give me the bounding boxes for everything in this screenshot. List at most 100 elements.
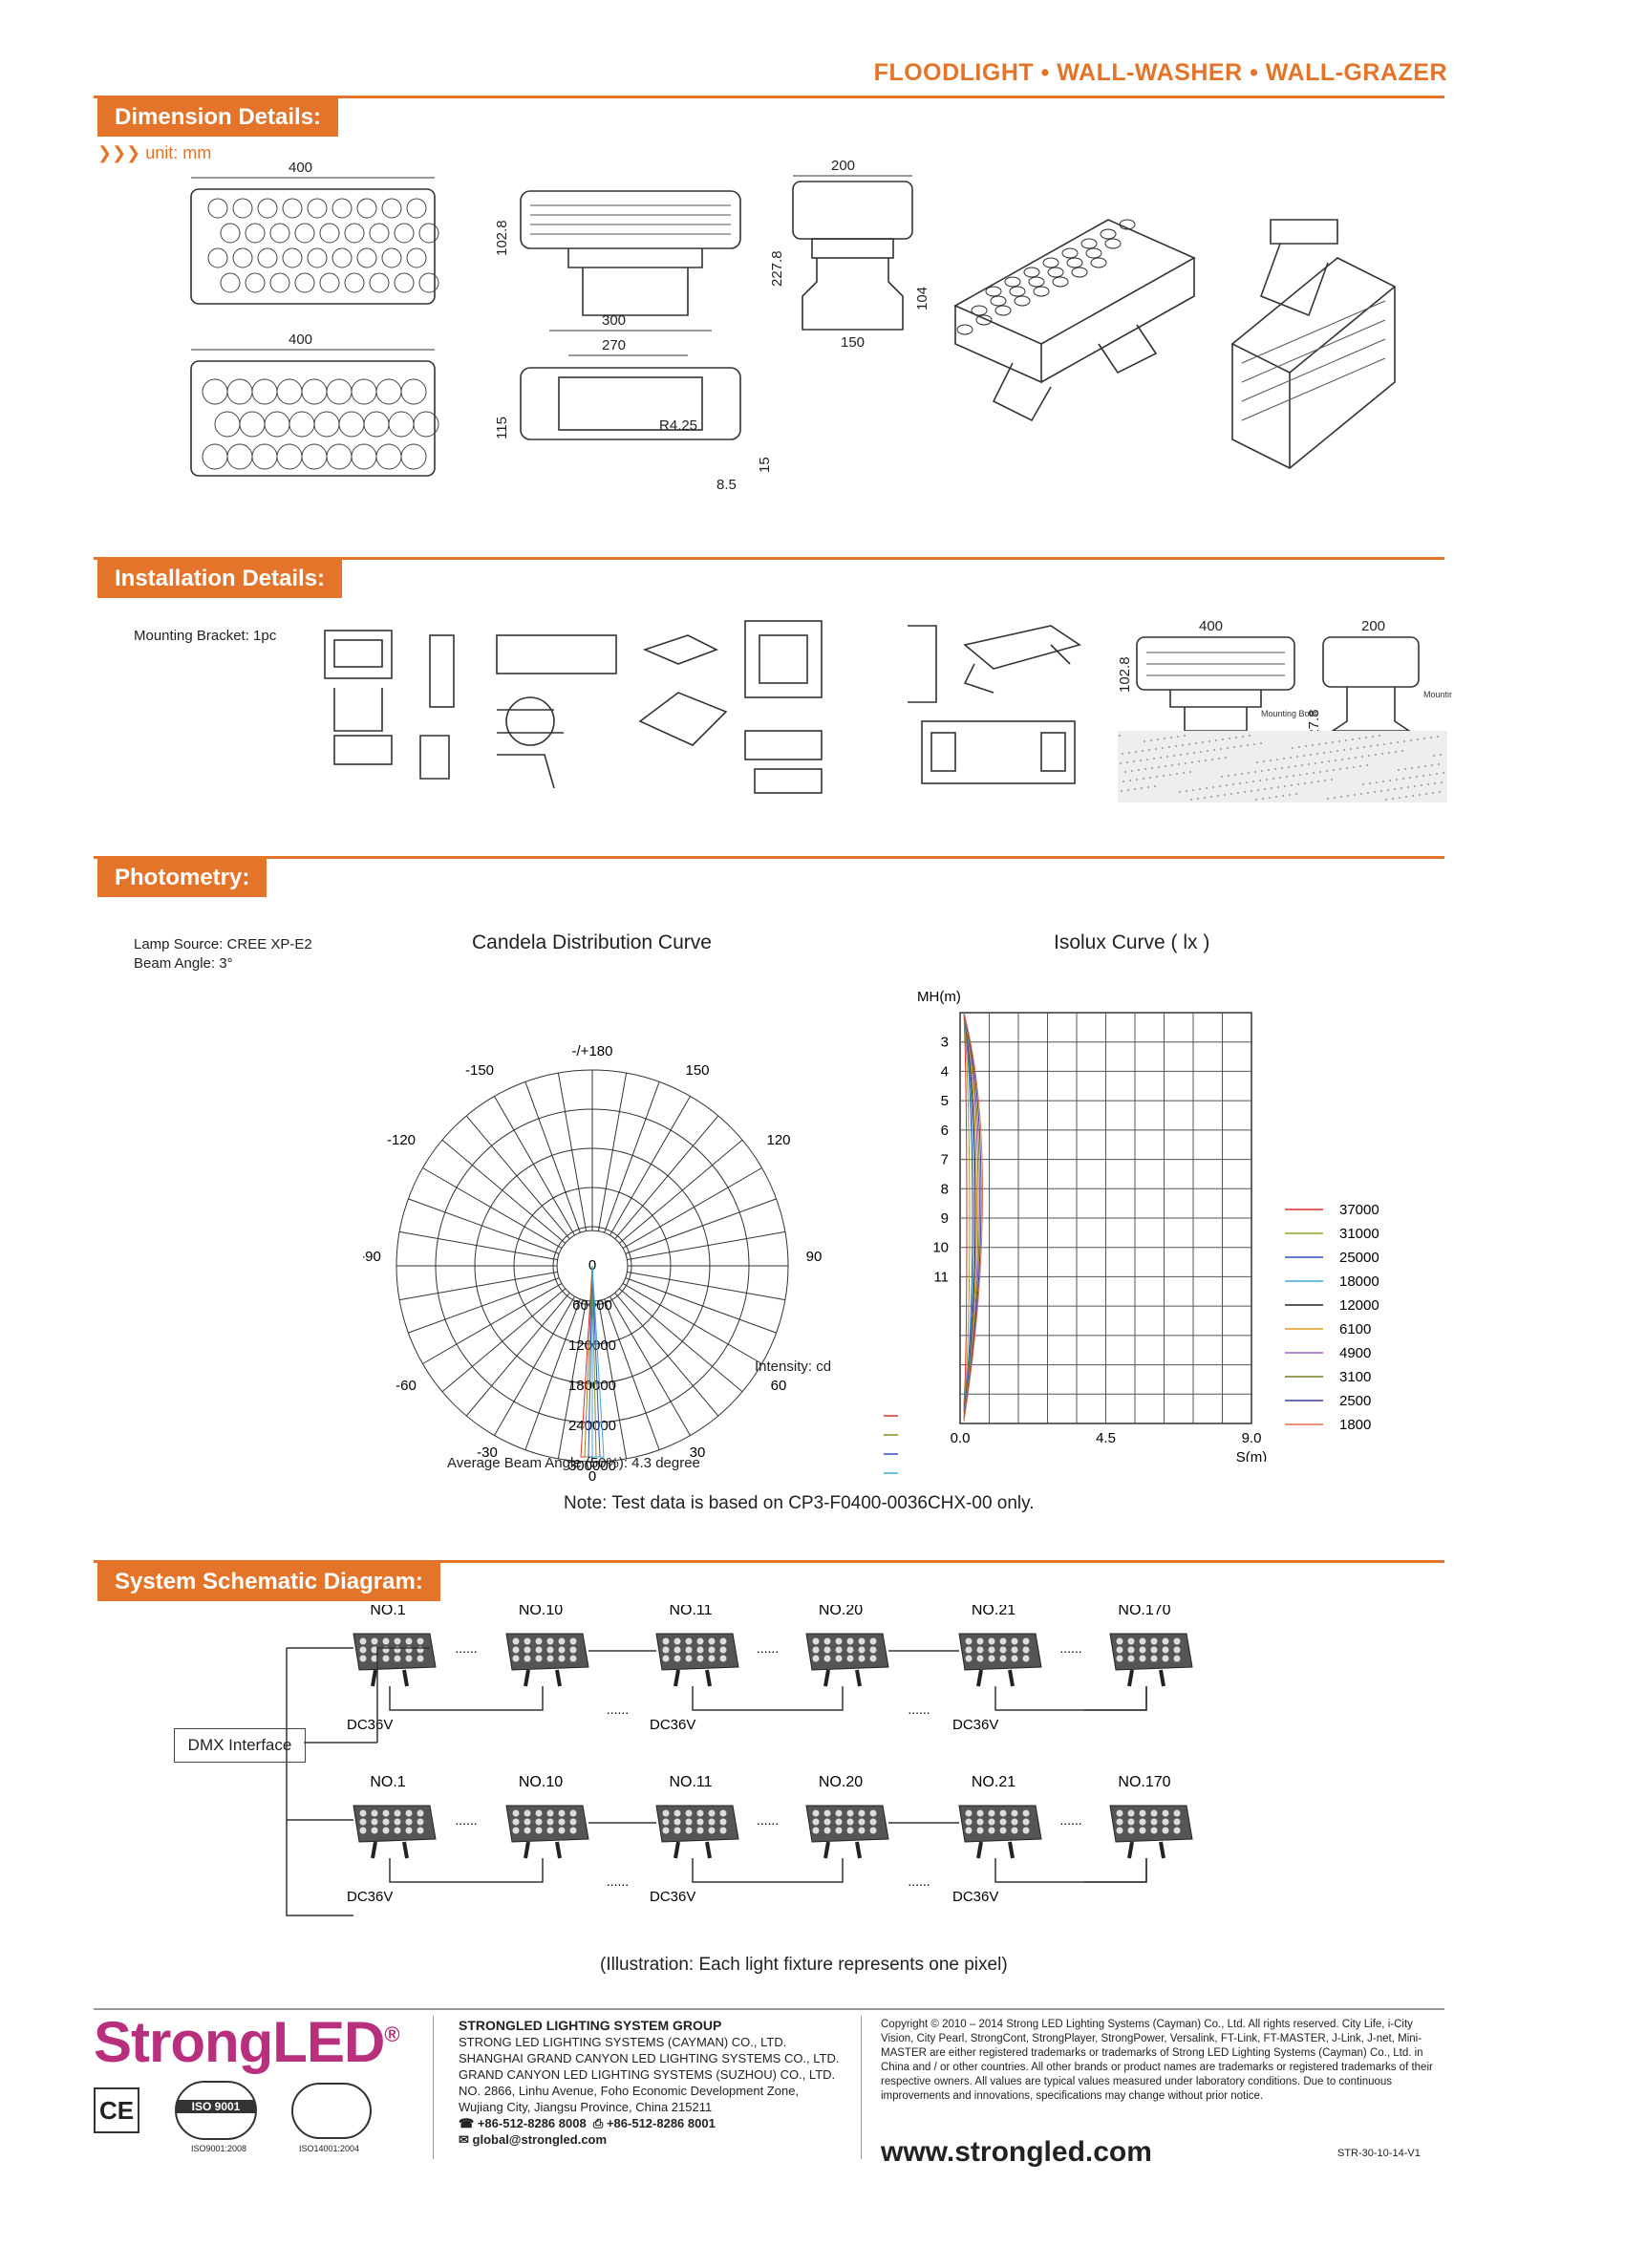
gravel-dot: [1432, 792, 1434, 794]
gravel-dot: [1202, 741, 1204, 743]
gravel-dot: [1392, 798, 1394, 800]
gravel-dot: [1306, 773, 1308, 775]
section-divider: [94, 856, 1444, 859]
angle-label: 60: [771, 1378, 787, 1394]
gravel-dot: [1220, 748, 1222, 750]
power-label: DC36V: [650, 1889, 695, 1905]
gravel-dot: [1319, 771, 1321, 773]
led-dot: [394, 223, 415, 244]
legend-label: 1800: [1339, 1417, 1371, 1433]
polar-spoke: [408, 1198, 560, 1254]
gravel-dot: [1193, 752, 1195, 754]
website-link[interactable]: www.strongled.com: [881, 2136, 1152, 2168]
gravel-dot: [1330, 751, 1332, 753]
led-dot: [301, 378, 328, 405]
power-line: [389, 1686, 544, 1711]
gravel-dot: [1221, 776, 1223, 778]
gravel-dot: [1381, 753, 1383, 755]
gravel-dot: [1335, 760, 1336, 761]
gravel-dot: [1345, 739, 1347, 741]
gravel-dot: [1299, 774, 1301, 776]
gravel-dot: [1263, 760, 1265, 762]
gravel-dot: [1355, 757, 1357, 759]
gravel-dot: [1331, 779, 1333, 781]
fixture-icon: [505, 1805, 589, 1859]
fixture-label: NO.170: [1118, 1774, 1170, 1790]
gravel-dot: [1289, 794, 1291, 796]
gravel-dot: [1298, 746, 1300, 748]
polar-spoke: [597, 1073, 628, 1231]
gravel-dot: [1146, 759, 1148, 760]
svg-text:102.8: 102.8: [1117, 656, 1133, 693]
led-dot: [413, 411, 439, 438]
led-dot: [1028, 276, 1045, 288]
gravel-dot: [1256, 761, 1258, 763]
gravel-dot: [1388, 752, 1390, 754]
polar-spoke: [494, 1295, 575, 1436]
gravel-dot: [1343, 749, 1345, 751]
fixture-label: NO.20: [819, 1605, 863, 1618]
svg-text:200: 200: [1361, 618, 1385, 634]
gravel-dot: [1218, 758, 1220, 760]
led-dot: [406, 247, 427, 268]
ellipsis-dots: ......: [757, 1812, 779, 1828]
gravel-dot: [1135, 751, 1137, 753]
gravel-dot: [1439, 791, 1441, 793]
led-dot: [1061, 247, 1079, 259]
gravel-dot: [1409, 777, 1411, 779]
angle-label: -120: [387, 1132, 416, 1148]
gravel-dot: [1382, 781, 1384, 782]
y-tick-label: 5: [941, 1093, 949, 1109]
gravel-dot: [1144, 768, 1146, 770]
gravel-dot: [1249, 735, 1251, 737]
ellipsis-dots: ......: [455, 1640, 477, 1656]
intensity-label: Intensity: cd: [755, 1359, 832, 1375]
section-title-system: System Schematic Diagram:: [97, 1563, 440, 1601]
gravel-dot: [1208, 740, 1210, 742]
gravel-dot: [1401, 750, 1403, 752]
gravel-dot: [1370, 745, 1372, 747]
gravel-dot: [1431, 764, 1433, 766]
ellipsis-dots: ......: [455, 1812, 477, 1828]
gravel-dot: [1131, 770, 1133, 772]
led-dot: [220, 223, 241, 244]
gravel-dot: [1199, 788, 1201, 790]
gravel-dot: [1189, 771, 1191, 773]
gravel-dot: [1354, 794, 1356, 796]
svg-text:200: 200: [831, 158, 855, 174]
gravel-dot: [1334, 797, 1336, 799]
gravel-dot: [1192, 789, 1194, 791]
led-dot: [1033, 286, 1050, 297]
gravel-dot: [1198, 760, 1200, 762]
led-dot: [276, 378, 303, 405]
gravel-dot: [1219, 785, 1221, 787]
polar-spoke: [604, 1298, 660, 1450]
polar-spoke: [422, 1167, 563, 1249]
gravel-dot: [1333, 769, 1335, 771]
ellipsis-dots: ......: [908, 1701, 930, 1717]
gravel-dot: [1310, 754, 1312, 756]
y-axis-label: MH(m): [917, 989, 961, 1005]
ellipsis-dots: ......: [607, 1873, 629, 1889]
footer-divider: [94, 2008, 1444, 2010]
gravel-dot: [1304, 782, 1306, 784]
svg-text:Mounting Bolts: Mounting Bolts: [1261, 709, 1318, 718]
section-divider: [94, 557, 1444, 560]
gravel-dot: [1235, 737, 1237, 738]
polar-spoke: [627, 1230, 785, 1261]
gravel-dot: [1124, 771, 1126, 773]
angle-label: -90: [363, 1249, 381, 1265]
gravel-dot: [1358, 738, 1360, 739]
gravel-dot: [1350, 748, 1352, 750]
power-line: [692, 1686, 844, 1711]
gravel-dot: [1321, 761, 1323, 763]
gravel-dot: [1164, 738, 1165, 739]
led-dot: [214, 411, 241, 438]
legend-label: 12000: [1339, 1297, 1379, 1314]
polar-spoke: [494, 1096, 575, 1236]
led-dot: [400, 378, 427, 405]
gravel-dot: [1286, 776, 1288, 778]
gravel-dot: [1144, 740, 1145, 742]
led-dot: [418, 223, 439, 244]
isolux-curve: [963, 1012, 976, 1413]
